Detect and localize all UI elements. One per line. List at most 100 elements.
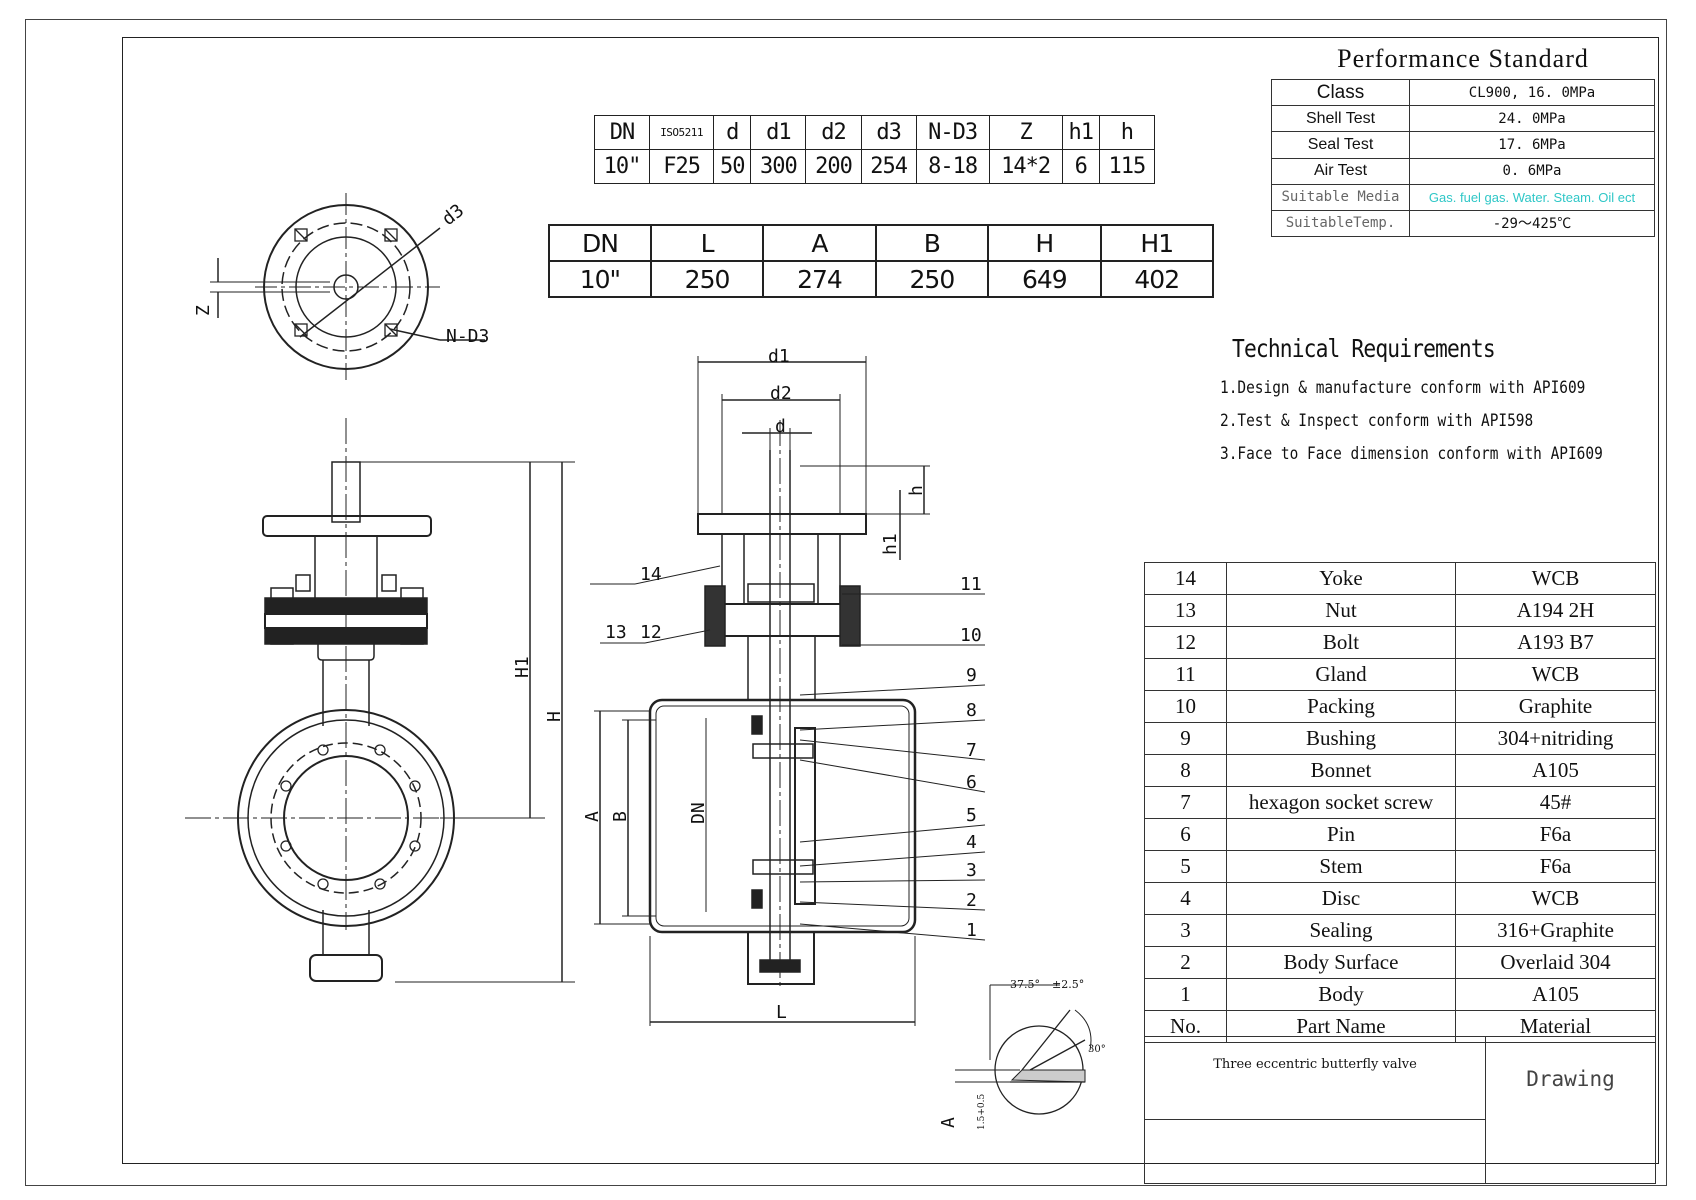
- label-z: Z: [193, 305, 214, 316]
- part-material: WCB: [1455, 562, 1656, 595]
- perf-value: 0. 6MPa: [1409, 157, 1655, 185]
- part-material: F6a: [1455, 850, 1656, 883]
- perf-value: 17. 6MPa: [1409, 131, 1655, 159]
- val-d2: 200: [805, 149, 862, 184]
- val-nd3: 8-18: [915, 149, 990, 184]
- main-dimension-table: DN L A B H H1 10" 250 274 250 649 402: [548, 224, 1215, 298]
- main-col-a: A: [762, 224, 877, 262]
- drawing-name: Three eccentric butterfly valve: [1144, 1036, 1486, 1120]
- label-dn-dim: DN: [688, 802, 709, 824]
- label-d-dim: d: [775, 416, 786, 437]
- perf-row: Seal Test 17. 6MPa: [1271, 131, 1655, 159]
- tech-req-item: 1.Design & manufacture conform with API6…: [1220, 378, 1586, 398]
- main-col-h1: H1: [1099, 224, 1215, 262]
- callout-5: 5: [966, 805, 977, 826]
- callout-2: 2: [966, 890, 977, 911]
- label-a-dim: A: [582, 811, 603, 822]
- label-detail-a: A: [938, 1117, 959, 1128]
- part-material: 304+nitriding: [1455, 722, 1656, 755]
- performance-standard-table: Performance Standard Class CL900, 16. 0M…: [1271, 39, 1655, 238]
- callout-7: 7: [966, 740, 977, 761]
- part-material: WCB: [1455, 658, 1656, 691]
- perf-value: CL900, 16. 0MPa: [1409, 79, 1655, 107]
- val-dn: 10": [593, 149, 651, 184]
- perf-label: Seal Test: [1271, 131, 1410, 159]
- callout-3: 3: [966, 860, 977, 881]
- part-name: Bonnet: [1226, 754, 1456, 787]
- callout-8: 8: [966, 700, 977, 721]
- main-col-b: B: [874, 224, 990, 262]
- part-name: Bolt: [1226, 626, 1456, 659]
- dimension-table-row: 10" F25 50 300 200 254 8-18 14*2 6 115: [593, 149, 1156, 184]
- label-angle-37: 37.5°: [1010, 978, 1040, 991]
- performance-title: Performance Standard: [1271, 39, 1655, 81]
- main-val-h1: 402: [1099, 260, 1215, 298]
- part-name: Body Surface: [1226, 946, 1456, 979]
- label-d2-dim: d2: [770, 383, 792, 404]
- callout-11: 11: [960, 574, 982, 595]
- part-material: A105: [1455, 978, 1656, 1011]
- callout-4: 4: [966, 832, 977, 853]
- val-h: 115: [1098, 149, 1156, 184]
- label-h-small: h: [906, 485, 927, 496]
- val-h1: 6: [1061, 149, 1100, 184]
- part-no: 9: [1144, 722, 1227, 755]
- main-val-b: 250: [874, 260, 990, 298]
- label-angle-tol: ±2.5°: [1052, 978, 1084, 991]
- main-table-row: 10" 250 274 250 649 402: [548, 260, 1215, 298]
- perf-value: Gas. fuel gas. Water. Steam. Oil ect: [1409, 183, 1655, 211]
- part-material: A193 B7: [1455, 626, 1656, 659]
- perf-value: -29～425℃: [1409, 209, 1655, 238]
- technical-requirements-title: Technical Requirements: [1232, 334, 1496, 363]
- callout-14: 14: [640, 564, 662, 585]
- tech-req-item: 2.Test & Inspect conform with API598: [1220, 411, 1534, 431]
- part-name: Stem: [1226, 850, 1456, 883]
- label-angle-30: 30°: [1088, 1044, 1106, 1055]
- label-d1-dim: d1: [768, 346, 790, 367]
- perf-row: Air Test 0. 6MPa: [1271, 157, 1655, 185]
- perf-row: Suitable Media Gas. fuel gas. Water. Ste…: [1271, 183, 1655, 211]
- part-material: 316+Graphite: [1455, 914, 1656, 947]
- col-d3: d3: [860, 115, 917, 150]
- part-name: hexagon socket screw: [1226, 786, 1456, 819]
- main-table-header: DN L A B H H1: [548, 224, 1215, 262]
- part-name: Disc: [1226, 882, 1456, 915]
- part-material: F6a: [1455, 818, 1656, 851]
- main-col-h: H: [987, 224, 1102, 262]
- label-b-dim: B: [610, 811, 631, 822]
- part-material: A105: [1455, 754, 1656, 787]
- part-material: A194 2H: [1455, 594, 1656, 627]
- part-no: 12: [1144, 626, 1227, 659]
- callout-9: 9: [966, 665, 977, 686]
- main-val-l: 250: [649, 260, 765, 298]
- callout-12: 12: [640, 622, 662, 643]
- label-l-dim: L: [776, 1002, 787, 1023]
- part-name: Gland: [1226, 658, 1456, 691]
- side-view: [185, 418, 575, 983]
- perf-row: SuitableTemp. -29～425℃: [1271, 209, 1655, 238]
- drawing-border: [122, 37, 1659, 1164]
- tech-req-item: 3.Face to Face dimension conform with AP…: [1220, 444, 1603, 464]
- section-view: [590, 356, 986, 1026]
- label-h1-small: h1: [880, 533, 901, 555]
- title-block: Three eccentric butterfly valve Drawing: [1144, 1036, 1656, 1184]
- part-material: WCB: [1455, 882, 1656, 915]
- col-iso5211: ISO5211: [649, 115, 715, 150]
- part-no: 4: [1144, 882, 1227, 915]
- part-no: 7: [1144, 786, 1227, 819]
- label-d3: d3: [438, 200, 468, 230]
- part-no: 13: [1144, 594, 1227, 627]
- val-d: 50: [713, 149, 752, 184]
- perf-label: SuitableTemp.: [1271, 209, 1410, 238]
- part-name: Nut: [1226, 594, 1456, 627]
- main-val-dn: 10": [548, 260, 652, 298]
